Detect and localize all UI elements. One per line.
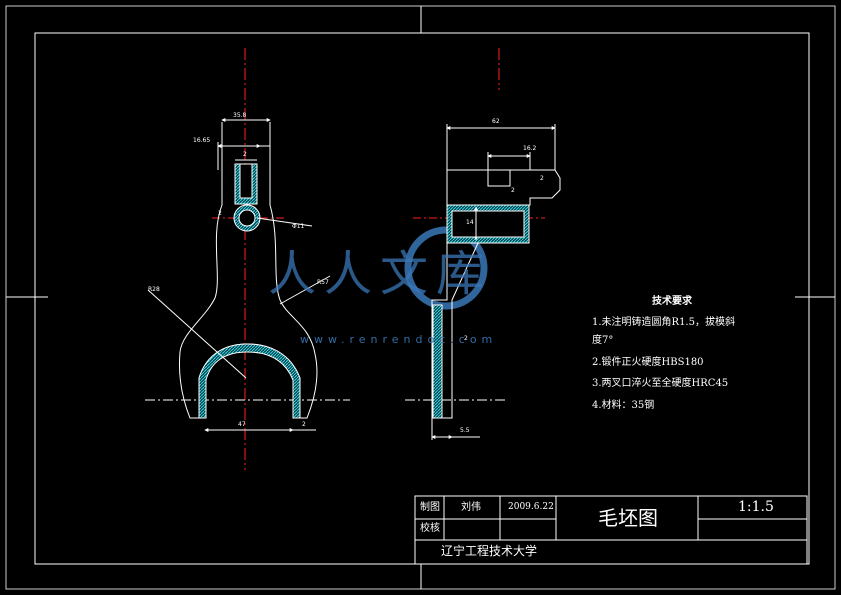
note-line: 度7° xyxy=(592,335,614,346)
tb-date: 2009.6.22 xyxy=(508,502,554,512)
tb-draw-label: 制图 xyxy=(420,502,440,513)
dim-radius-big: R57 xyxy=(317,279,329,286)
dim-wall-top: 2 xyxy=(243,151,247,158)
dim-side-mid: 14 xyxy=(466,219,474,226)
dim-side-offset: 16.65 xyxy=(193,137,211,144)
dim-bottom-wall: 2 xyxy=(302,421,306,428)
note-line: 3.两叉口淬火至全硬度HRC45 xyxy=(592,378,729,389)
watermark-logo xyxy=(404,226,488,310)
dim-bottom-width: 47 xyxy=(238,421,246,428)
tb-check-label: 校核 xyxy=(420,523,440,534)
dim-side-wall-a: 2 xyxy=(540,175,544,182)
title-block-grid xyxy=(414,495,808,565)
dim-side-bottom: 5.5 xyxy=(460,427,470,434)
tb-scale: 1:1.5 xyxy=(738,499,774,515)
note-line: 2.锻件正火硬度HBS180 xyxy=(592,357,704,368)
centering-marks xyxy=(6,6,835,589)
dim-side-slot: 16.2 xyxy=(523,145,537,152)
tb-school: 辽宁工程技术大学 xyxy=(441,544,538,558)
dim-top-width: 35.8 xyxy=(233,112,247,119)
front-view xyxy=(145,48,350,470)
note-line: 1.未注明铸造圆角R1.5，拔模斜 xyxy=(592,317,735,328)
dim-radius-small: R28 xyxy=(148,286,160,293)
tb-drawing-name: 毛坯图 xyxy=(598,506,658,530)
dim-side-wall-b: 2 xyxy=(511,187,515,194)
dim-side-mid-wall: 2 xyxy=(464,335,468,342)
notes-title: 技术要求 xyxy=(652,296,692,307)
dim-hole-dia: Φ11 xyxy=(292,223,305,230)
side-view xyxy=(405,48,561,440)
note-line: 4.材料：35钢 xyxy=(592,400,655,411)
watermark-url: www.renrendoc.com xyxy=(300,333,498,346)
watermark-text: 人人文库 xyxy=(268,246,493,302)
dim-hole-wall: 2 xyxy=(218,210,222,217)
dim-side-width: 62 xyxy=(492,118,500,125)
tb-drawer: 刘伟 xyxy=(461,502,481,513)
